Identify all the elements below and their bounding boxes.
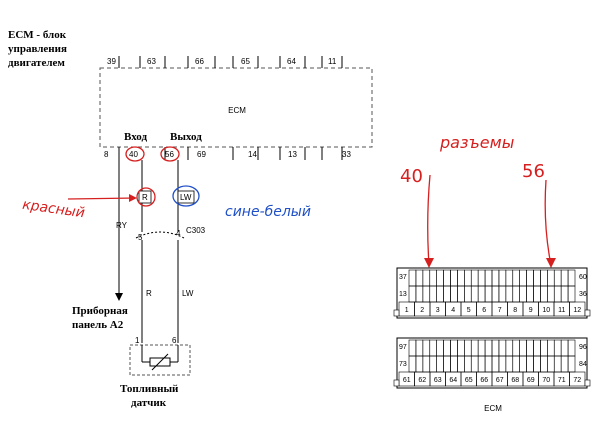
- dashboard-line-1: Приборная: [72, 305, 128, 317]
- connector-pin-number: 62: [418, 377, 426, 384]
- connector-pin-number: 3: [436, 307, 440, 314]
- bottom-pins: 8 40 56 69 14 13 33: [104, 147, 351, 160]
- ecm-bottom-label: ECM: [484, 404, 502, 413]
- input-label: Вход: [124, 131, 147, 143]
- red-arrow-to-pin-40: [427, 174, 431, 266]
- connector-pin-number: 72: [573, 377, 581, 384]
- connector-tab: [584, 379, 591, 387]
- connector-pin-number: 7: [498, 307, 502, 314]
- wire-label-lw-top: LW: [180, 193, 192, 202]
- connector-pin-number: 2: [420, 307, 424, 314]
- conn-side-label: 37: [399, 274, 407, 281]
- bottom-pin-label: 33: [342, 150, 351, 159]
- connector-pin-number: 11: [558, 307, 565, 314]
- sensor-line-2: датчик: [131, 397, 167, 409]
- sensor-pin-left: 1: [135, 336, 140, 345]
- output-label: Выход: [170, 131, 202, 143]
- bottom-pin-label: 13: [288, 150, 297, 159]
- red-arrowhead-56-icon: [546, 258, 556, 268]
- top-pin-label: 64: [287, 57, 296, 66]
- connector-pin-number: 1: [405, 307, 409, 314]
- red-arrow-to-r: [67, 197, 136, 200]
- wire-label-lw-bottom: LW: [182, 289, 194, 298]
- ecm-box: [99, 67, 373, 148]
- red-arrowhead-40-icon: [424, 258, 434, 268]
- red-circle-r: [136, 187, 156, 207]
- top-pin-label: 11: [328, 57, 337, 66]
- red-circle-pin-40: [125, 146, 145, 162]
- connector-pin-number: 4: [451, 307, 455, 314]
- ecm-connector-lower: 61 62 63 64 65 66 67 68 69 70 71 72: [393, 337, 591, 389]
- conn-side-label: 36: [579, 291, 587, 298]
- bottom-pin-label: 69: [197, 150, 206, 159]
- red-arrow-to-pin-56: [544, 179, 552, 266]
- red-arrowhead-icon: [129, 194, 137, 202]
- ecm-title-line-1: ECM - блок: [8, 29, 67, 41]
- top-pin-label: 66: [195, 57, 204, 66]
- wire-label-r-top: R: [142, 193, 148, 202]
- ecm-box-label: ECM: [228, 106, 246, 115]
- bottom-pin-label: 56: [165, 150, 174, 159]
- connector-pin-number: 5: [467, 307, 471, 314]
- top-pin-label: 65: [241, 57, 250, 66]
- connector-pin-number: 64: [449, 377, 457, 384]
- ecm-title-line-3: двигателем: [8, 57, 65, 69]
- wire-lw-label-box: [177, 190, 195, 204]
- ecm-title-line-2: управления: [8, 43, 67, 55]
- connector-pin-number: 67: [496, 377, 504, 384]
- conn-side-label: 97: [399, 344, 407, 351]
- connector-pin-number: 61: [403, 377, 411, 384]
- connector-pin-cell: [569, 371, 586, 387]
- c303-pin-right: 4: [176, 229, 181, 238]
- hand-blue-label: сине-белый: [225, 204, 311, 220]
- connector-pin-number: 10: [542, 307, 550, 314]
- connector-tab: [393, 309, 400, 317]
- conn-side-label: 73: [399, 361, 407, 368]
- wire-r-label-box: [138, 190, 152, 204]
- resistor-arrow: [151, 353, 169, 371]
- wire-label-ry: RY: [116, 221, 128, 230]
- bottom-pin-label: 8: [104, 150, 109, 159]
- conn-side-label: 96: [579, 344, 587, 351]
- connector-tab: [393, 379, 400, 387]
- connector-pin-number: 66: [480, 377, 488, 384]
- hand-pin-40: 40: [400, 166, 423, 187]
- connector-pin-cell: [569, 301, 586, 317]
- conn-side-label: 13: [399, 291, 407, 298]
- fuel-sensor-box: [129, 344, 191, 376]
- dashboard-line-2: панель А2: [72, 319, 124, 331]
- connector-pin-number: 12: [573, 307, 581, 314]
- sensor-line-1: Топливный: [120, 383, 179, 395]
- c303-connector: [135, 231, 185, 239]
- hand-pin-56: 56: [522, 161, 545, 182]
- connector-pin-number: 68: [511, 377, 519, 384]
- connector-tab: [584, 309, 591, 317]
- connector-pin-number: 65: [465, 377, 473, 384]
- sensor-pin-right: 6: [172, 336, 177, 345]
- connector-pin-number: 69: [527, 377, 535, 384]
- wire-label-r-bottom: R: [146, 289, 152, 298]
- top-pin-label: 63: [147, 57, 156, 66]
- c303-pin-left: 5: [138, 233, 143, 242]
- bottom-pin-label: 14: [248, 150, 257, 159]
- connector-pin-number: 9: [529, 307, 533, 314]
- connector-pin-number: 8: [513, 307, 517, 314]
- conn-side-label: 60: [579, 274, 587, 281]
- top-pins: 39 63 66 65 64 11: [107, 56, 343, 68]
- bottom-pin-label: 40: [129, 150, 138, 159]
- connector-pin-number: 63: [434, 377, 442, 384]
- conn-side-label: 84: [579, 361, 587, 368]
- connector-pin-number: 6: [482, 307, 486, 314]
- hand-connectors-label: разъемы: [439, 133, 514, 152]
- connector-pin-number: 70: [542, 377, 550, 384]
- arrow-down-icon: [115, 293, 123, 301]
- top-pin-label: 39: [107, 57, 116, 66]
- blue-circle-lw: [172, 185, 200, 207]
- hand-red-label: красный: [21, 197, 86, 222]
- c303-label: C303: [186, 226, 206, 235]
- red-circle-pin-56: [160, 146, 180, 162]
- connector-pin-number: 71: [558, 377, 566, 384]
